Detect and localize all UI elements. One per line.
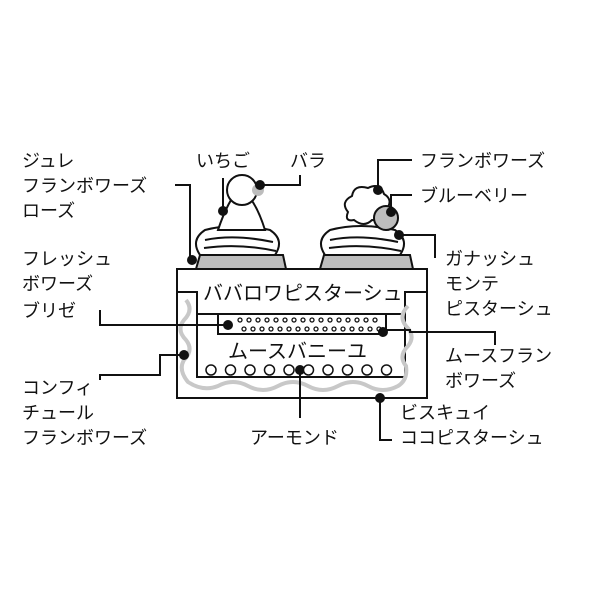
almond-circles [205, 364, 393, 376]
pistachio-dot [237, 317, 243, 323]
label-blueberry: ブルーベリー [420, 185, 528, 207]
almond-circle [283, 364, 295, 376]
label-confiture-1: コンフィ [22, 378, 93, 399]
pistachio-dot [340, 326, 346, 332]
almond-circle [361, 364, 373, 376]
pistachio-dot [322, 326, 328, 332]
almond-circle [302, 364, 315, 376]
pistachio-dot [372, 317, 378, 323]
label-raspberry: フランボワーズ [420, 151, 545, 172]
pistachio-dot [358, 326, 364, 332]
pistachio-dot [331, 326, 337, 332]
pistachio-dot [255, 317, 261, 323]
almond-circle [244, 364, 256, 376]
pistachio-dot [273, 317, 279, 323]
pistachio-dot [345, 317, 351, 323]
label-confiture-2: チュール [22, 403, 94, 424]
pistachio-dot [309, 317, 315, 323]
label-brisee-3: ブリゼ [22, 300, 76, 322]
right-ganache-plate [318, 254, 415, 270]
pistachio-dot [363, 317, 369, 323]
label-ganache-3: ピスターシュ [445, 299, 553, 320]
pistachio-dot [246, 317, 252, 323]
almond-circle [380, 364, 393, 376]
pistachio-dots [237, 317, 382, 332]
pistachio-dot [268, 326, 274, 332]
label-biscuit-2: ココピスターシュ [400, 428, 544, 449]
pistachio-dot [318, 317, 324, 323]
label-biscuit-1: ビスキュイ [400, 403, 490, 424]
label-brisee-1: フレッシュ [22, 249, 112, 270]
label-strawberry: いちご [196, 151, 250, 172]
label-almond: アーモンド [250, 428, 339, 449]
pistachio-dot [376, 326, 382, 332]
pistachio-dot [300, 317, 306, 323]
label-gelee-2: フランボワーズ [22, 176, 147, 197]
pistachio-dot [282, 317, 288, 323]
pistachio-dot [327, 317, 333, 323]
pistachio-dot [291, 317, 297, 323]
label-confiture-3: フランボワーズ [22, 428, 147, 449]
label-gelee-3: ローズ [22, 201, 75, 222]
leader-dots [179, 180, 404, 403]
confiture-wave [178, 298, 414, 392]
pistachio-dot [259, 326, 265, 332]
left-ganache-plate [194, 254, 288, 270]
pistachio-dot [277, 326, 283, 332]
pistachio-dot [336, 317, 342, 323]
label-ganache-1: ガナッシュ [445, 249, 535, 270]
pistachio-dot [354, 317, 360, 323]
label-mousse-framboise-2: ボワーズ [445, 371, 516, 392]
pistachio-dot [241, 326, 247, 332]
pistachio-dot [250, 326, 256, 332]
pistachio-dot [304, 326, 310, 332]
label-rose: バラ [290, 151, 326, 172]
almond-circle [263, 364, 276, 376]
pistachio-dot [264, 317, 270, 323]
label-mousse-framboise-1: ムースフラン [445, 346, 552, 367]
pistachio-dot [313, 326, 319, 332]
almond-circle [322, 364, 334, 376]
label-gelee-1: ジュレ [22, 151, 74, 172]
pistachio-dot [286, 326, 292, 332]
pistachio-dot [367, 326, 373, 332]
label-bavarois: ババロワピスターシュ [203, 281, 403, 305]
pistachio-dot [349, 326, 355, 332]
almond-circle [205, 364, 217, 376]
label-mousse-vanille: ムースバニーユ [228, 339, 367, 363]
pistachio-dot [295, 326, 301, 332]
almond-circle [341, 364, 354, 376]
almond-circle [224, 364, 237, 376]
label-brisee-2: ボワーズ [22, 274, 93, 295]
label-ganache-2: モンテ [445, 274, 499, 295]
